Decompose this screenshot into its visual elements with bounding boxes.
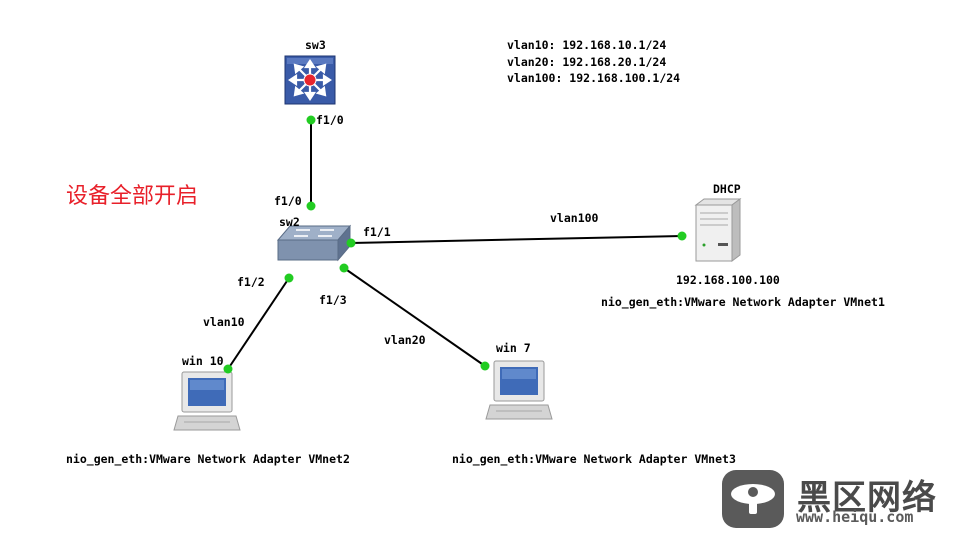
port-dot-sw2-f11 <box>346 238 356 248</box>
port-dot-win10 <box>223 364 233 374</box>
win7-label: win 7 <box>496 341 531 355</box>
vlan10-gateway: vlan10: 192.168.10.1/24 <box>507 38 667 52</box>
sw2-port-f11-label: f1/1 <box>363 225 391 239</box>
port-dot-sw3-f10 <box>306 115 316 125</box>
vlan20-link-label: vlan20 <box>384 333 426 347</box>
watermark-logo-icon <box>722 470 784 528</box>
link-sw2-win10 <box>227 277 290 370</box>
sw3-label: sw3 <box>305 38 326 52</box>
port-dot-sw2-f13 <box>339 263 349 273</box>
link-sw2-win7 <box>343 267 486 367</box>
vlan100-link-label: vlan100 <box>550 211 599 225</box>
dhcp-adapter-label: nio_gen_eth:VMware Network Adapter VMnet… <box>601 295 885 309</box>
sw2-port-f10-label: f1/0 <box>274 194 302 208</box>
vlan100-gateway: vlan100: 192.168.100.1/24 <box>507 71 681 85</box>
sw3-port-f10-label: f1/0 <box>316 113 344 127</box>
win10-pc-icon[interactable] <box>173 371 241 431</box>
win10-adapter-label: nio_gen_eth:VMware Network Adapter VMnet… <box>66 452 350 466</box>
port-dot-dhcp <box>677 231 687 241</box>
vlan10-link-label: vlan10 <box>203 315 245 329</box>
dhcp-label: DHCP <box>713 182 741 196</box>
link-sw2-dhcp <box>350 235 683 244</box>
dhcp-server-icon[interactable] <box>694 198 742 262</box>
port-dot-sw2-f12 <box>284 273 294 283</box>
sw2-switch-icon[interactable] <box>276 224 352 262</box>
vlan-gateway-list: vlan10: 192.168.10.1/24 vlan20: 192.168.… <box>507 37 680 87</box>
devices-all-on-note: 设备全部开启 <box>66 184 199 209</box>
sw2-port-f12-label: f1/2 <box>237 275 265 289</box>
dhcp-ip-label: 192.168.100.100 <box>676 273 780 287</box>
win7-adapter-label: nio_gen_eth:VMware Network Adapter VMnet… <box>452 452 736 466</box>
sw2-port-f13-label: f1/3 <box>319 293 347 307</box>
win7-pc-icon[interactable] <box>485 360 553 420</box>
port-dot-win7 <box>480 361 490 371</box>
watermark-text: 黑区网络 <box>797 478 937 518</box>
win10-label: win 10 <box>182 354 224 368</box>
sw2-label: sw2 <box>279 215 300 229</box>
vlan20-gateway: vlan20: 192.168.20.1/24 <box>507 54 667 69</box>
watermark-url: www.heiqu.com <box>796 508 914 526</box>
sw3-switch-icon[interactable] <box>284 55 336 105</box>
port-dot-sw2-f10 <box>306 201 316 211</box>
